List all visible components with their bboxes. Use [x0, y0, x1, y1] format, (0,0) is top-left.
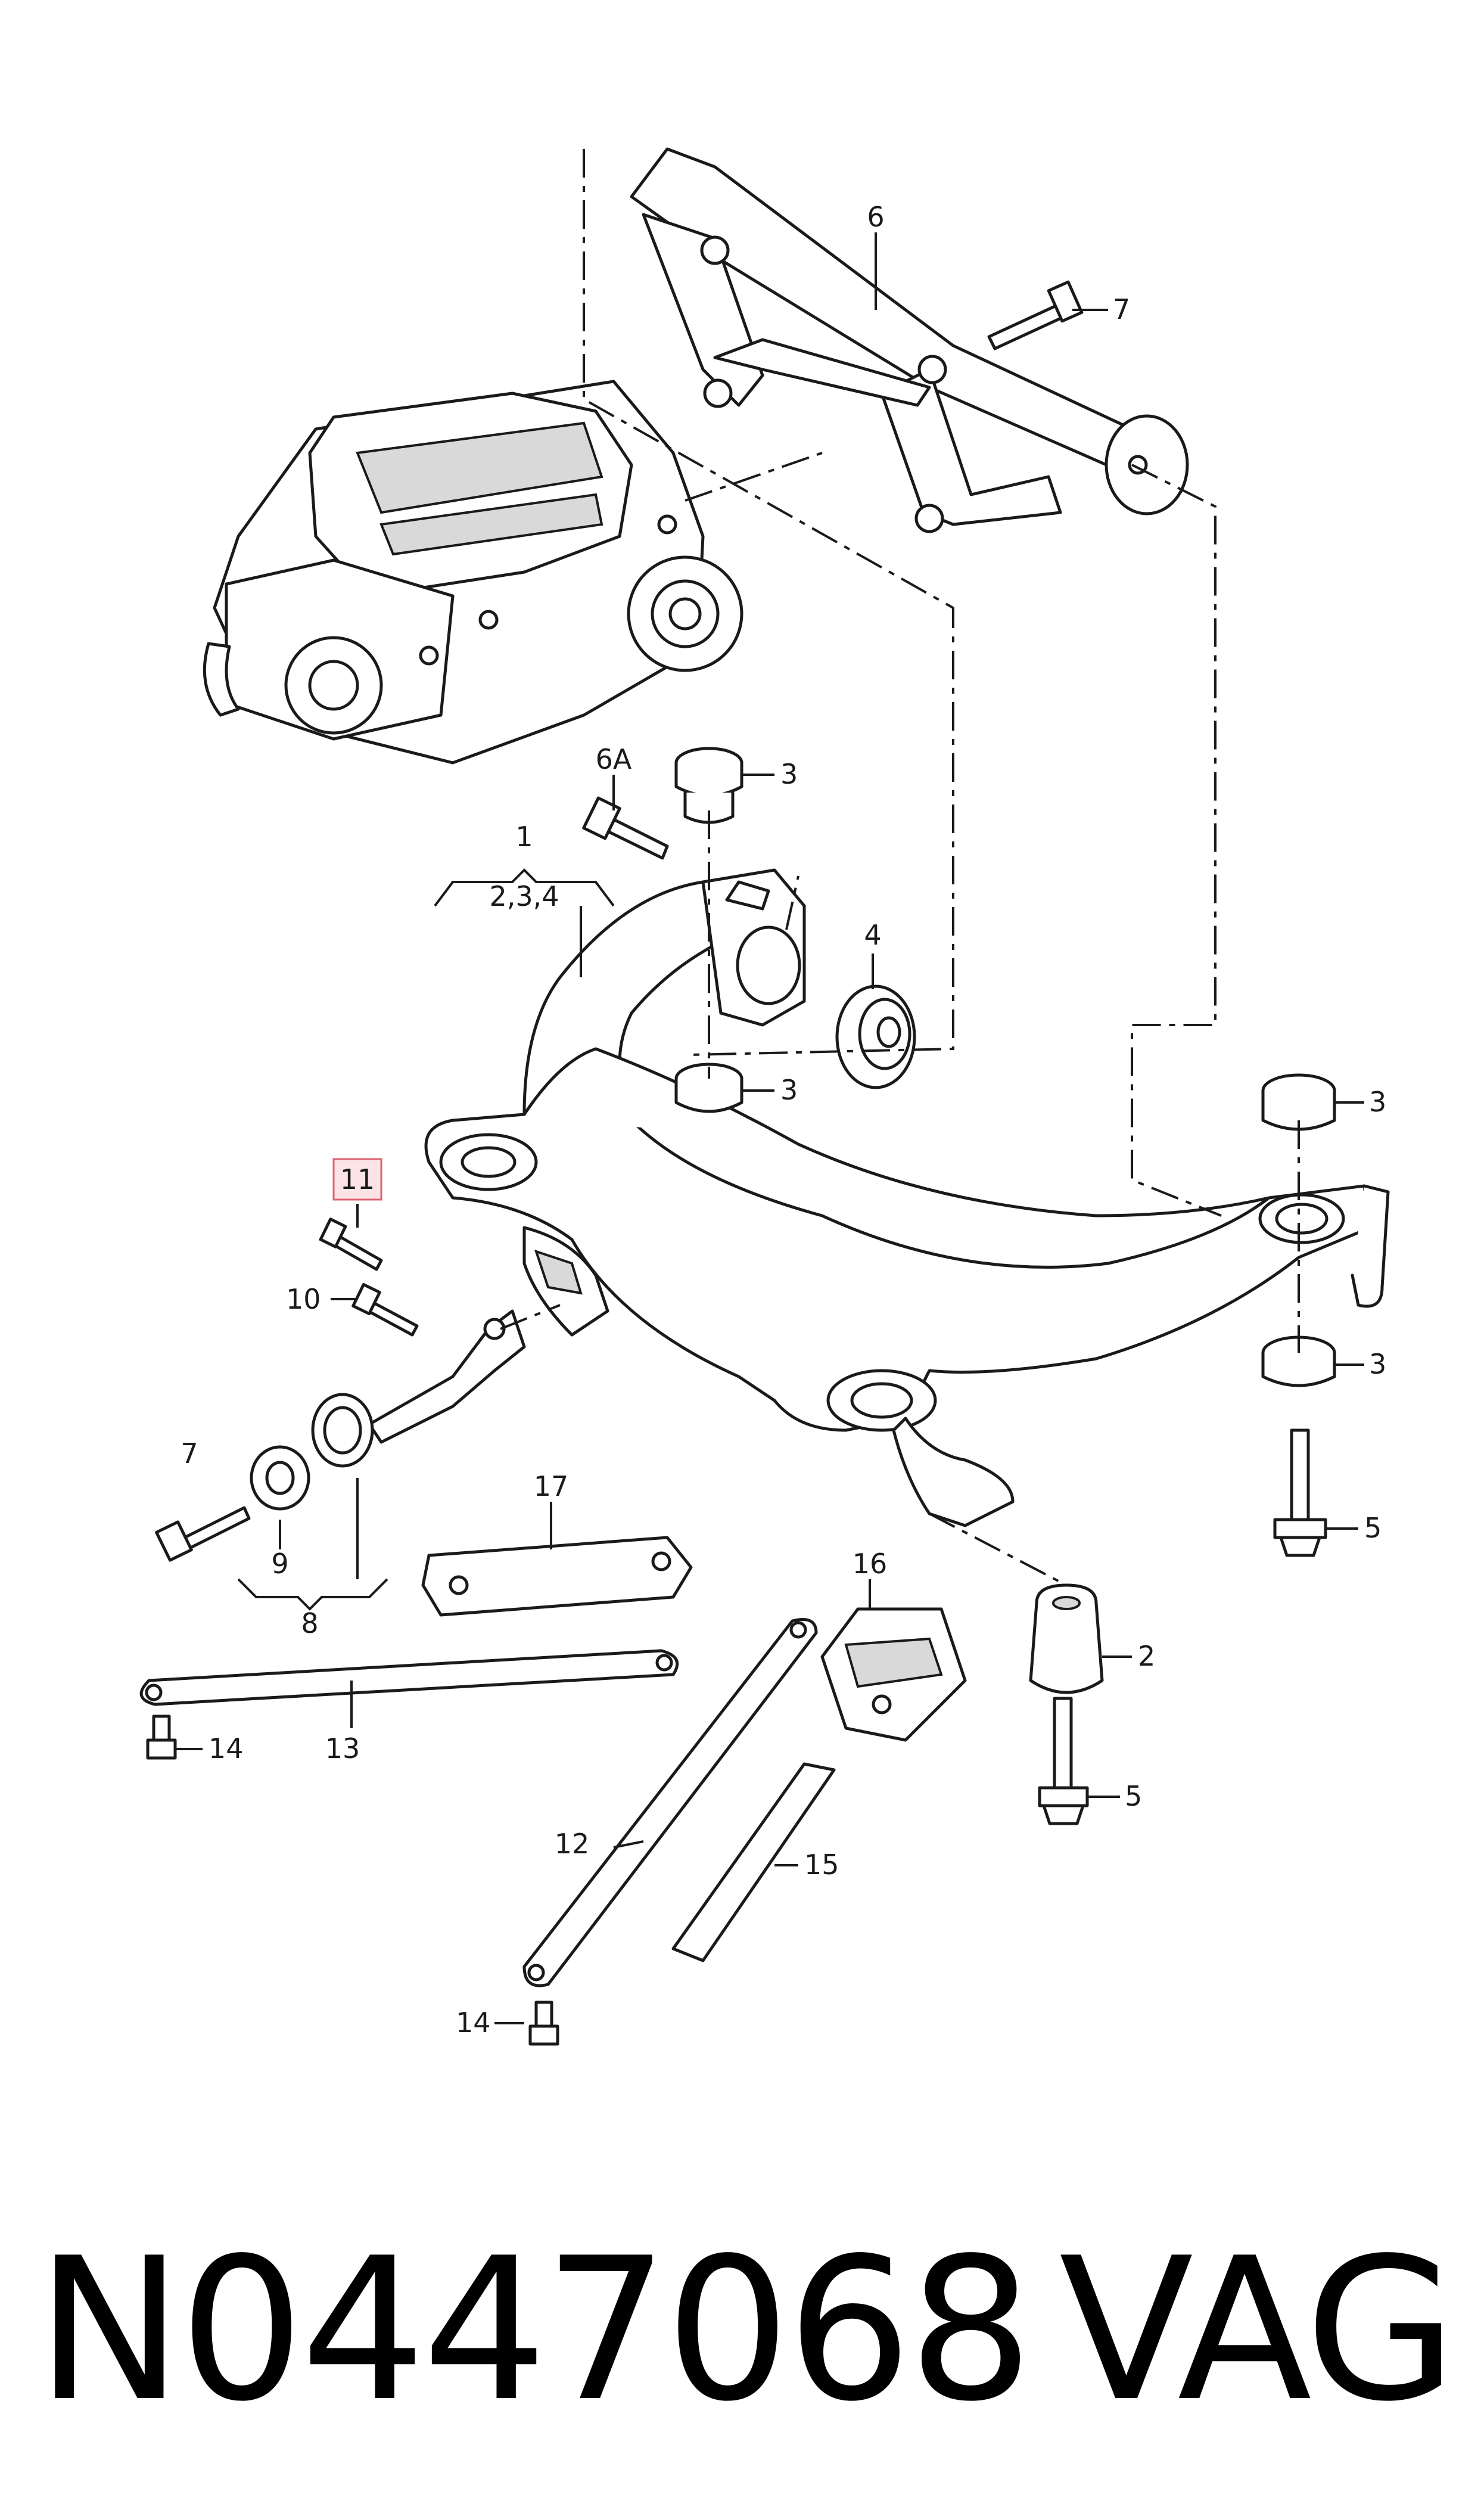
strut-12: [522, 1618, 818, 1987]
callout-2: 2: [1138, 1640, 1155, 1672]
callout-7-left: 7: [181, 1437, 198, 1470]
part-number: N0447068: [36, 2216, 1034, 2445]
plate-15: [671, 1762, 836, 1962]
cover-16: [820, 1607, 967, 1742]
callout-labels: 6 7 6A 3 1 2,3,4 4 3 3 3 5 2 5 11 10 7 9…: [181, 201, 1386, 2039]
callout-12: 12: [555, 1828, 590, 1860]
assembly-lines: [500, 149, 1300, 1586]
subframe: [424, 868, 1390, 1527]
callout-3-top: 3: [780, 758, 798, 790]
leader-lines: [176, 232, 1364, 2024]
callout-3-right-lower: 3: [1369, 1348, 1386, 1380]
callout-3-right-top: 3: [1369, 1086, 1386, 1118]
callout-14-left: 14: [209, 1732, 244, 1765]
bolt-7-left: [155, 1506, 251, 1562]
callout-14-lower: 14: [456, 2006, 491, 2039]
bush-2: [1029, 1583, 1104, 1694]
callout-6a: 6A: [596, 743, 632, 775]
transmission-unit: [203, 380, 743, 765]
bolt-6a: [582, 796, 669, 860]
callout-4: 4: [864, 919, 881, 951]
callout-17: 17: [534, 1470, 569, 1502]
bolt-7-top: [987, 280, 1084, 350]
bush-4: [835, 984, 916, 1089]
callout-1-subparts: 2,3,4: [489, 880, 559, 912]
callout-5-lower: 5: [1125, 1780, 1142, 1812]
callout-11: 11: [340, 1163, 375, 1195]
callout-10: 10: [286, 1283, 321, 1315]
bolt-14-lower: [528, 2001, 559, 2046]
brand-name: VAG: [1059, 2216, 1457, 2445]
callout-15: 15: [804, 1849, 839, 1881]
callout-5-upper: 5: [1364, 1512, 1382, 1544]
callout-1: 1: [515, 821, 533, 853]
callout-11-highlight: [332, 1158, 382, 1201]
bush-3-right-top: [1261, 1073, 1336, 1131]
bolt-10: [351, 1282, 419, 1337]
link-arm-8: [311, 1309, 526, 1468]
caption: N0447068 VAG: [36, 2216, 1457, 2445]
callout-7-top: 7: [1113, 293, 1130, 325]
callout-9: 9: [271, 1548, 288, 1580]
brace-17: [421, 1536, 693, 1617]
bush-9: [250, 1445, 310, 1511]
callout-3-lower: 3: [780, 1074, 798, 1106]
callout-16: 16: [853, 1548, 888, 1580]
callout-13: 13: [325, 1732, 360, 1765]
bolt-5-lower: [1038, 1697, 1089, 1825]
bolt-5-upper: [1273, 1428, 1327, 1557]
callout-6: 6: [867, 201, 884, 233]
bush-3-top: [674, 747, 743, 824]
rear-mount-bracket: [630, 147, 1189, 533]
callout-8: 8: [301, 1607, 318, 1639]
parts-diagram: 6 7 6A 3 1 2,3,4 4 3 3 3 5 2 5 11 10 7 9…: [139, 147, 1390, 2046]
bolt-11: [319, 1217, 383, 1271]
strut-13: [139, 1649, 679, 1706]
bolt-14-left: [146, 1714, 177, 1760]
